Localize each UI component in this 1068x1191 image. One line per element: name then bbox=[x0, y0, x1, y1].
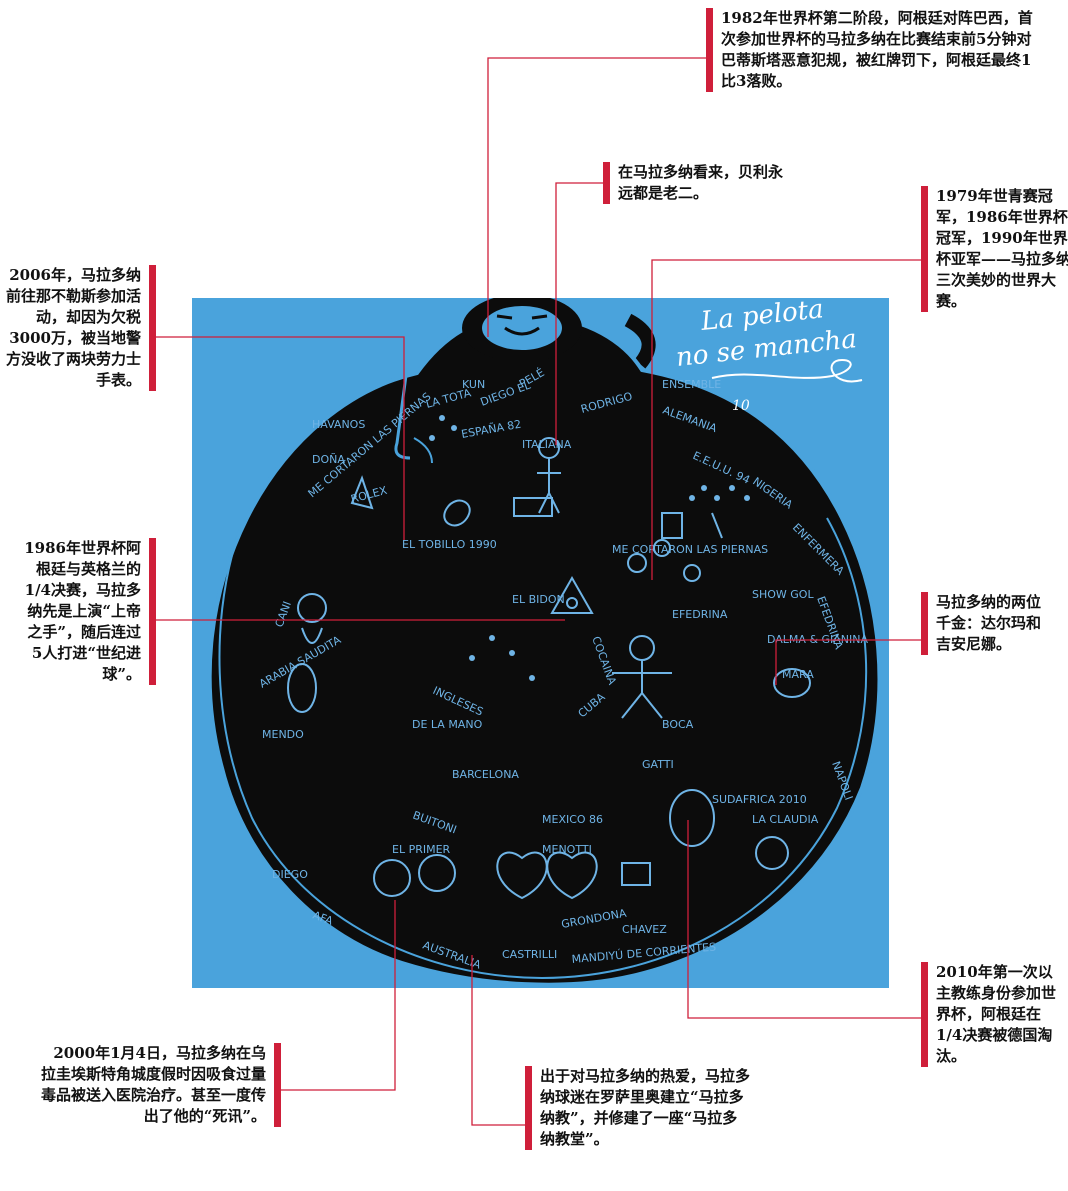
doodle-word: LA CLAUDIA bbox=[752, 813, 819, 826]
doodle-word: EL PRIMER bbox=[392, 843, 451, 856]
doodle-word: CASTRILLI bbox=[502, 948, 557, 961]
note-pele: 在马拉多纳看来，贝利永远都是老二。 bbox=[603, 162, 793, 204]
face bbox=[482, 306, 562, 350]
note-1986-hand-of-god: 1986年世界杯阿根廷与英格兰的1/4决赛，马拉多纳先是上演“上帝之手”，随后连… bbox=[20, 538, 156, 685]
note-1982-world-cup: 1982年世界杯第二阶段，阿根廷对阵巴西，首次参加世界杯的马拉多纳在比赛结束前5… bbox=[706, 8, 1041, 92]
note-2006-naples: 2006年，马拉多纳前往那不勒斯参加活动，却因为欠税3000万，被当地警方没收了… bbox=[3, 265, 156, 391]
doodle-word: KUN bbox=[462, 378, 485, 391]
doodle-word: EL BIDON bbox=[512, 593, 565, 606]
doodle-word: EFEDRINA bbox=[672, 608, 728, 621]
doodle-word: BARCELONA bbox=[452, 768, 519, 781]
doodle-word: GATTI bbox=[642, 758, 674, 771]
doodle-word: MENDO bbox=[262, 728, 304, 741]
doodle-word: SHOW GOL bbox=[752, 588, 814, 601]
doodle-word: SUDAFRICA 2010 bbox=[712, 793, 807, 806]
note-1979-titles: 1979年世青赛冠军，1986年世界杯冠军，1990年世界杯亚军——马拉多纳三次… bbox=[921, 186, 1068, 312]
doodle-word: EL TOBILLO 1990 bbox=[402, 538, 497, 551]
doodle-word: MENOTTI bbox=[542, 843, 592, 856]
doodle-word: MARA bbox=[782, 668, 814, 681]
doodle-word: HAVANOS bbox=[312, 418, 365, 431]
hand-left bbox=[413, 437, 433, 464]
maradona-illustration: La pelota no se mancha 10 bbox=[192, 298, 889, 988]
doodle-word: ME CORTARON LAS PIERNAS bbox=[612, 543, 768, 556]
doodle-word: ITALIANA bbox=[522, 438, 572, 451]
note-2000-hospital: 2000年1月4日，马拉多纳在乌拉圭埃斯特角城度假时因吸食过量毒品被送入医院治疗… bbox=[40, 1043, 281, 1127]
note-daughters: 马拉多纳的两位千金：达尔玛和吉安尼娜。 bbox=[921, 592, 1048, 655]
doodle-word: CHAVEZ bbox=[622, 923, 667, 936]
doodle-word: DE LA MANO bbox=[412, 718, 483, 731]
doodle-word: DIEGO bbox=[272, 868, 308, 881]
illustration-svg: La pelota no se mancha 10 bbox=[207, 298, 882, 987]
doodle-word: ENSEMBLE bbox=[662, 378, 721, 391]
signature-number: 10 bbox=[732, 398, 750, 414]
doodle-word: MEXICO 86 bbox=[542, 813, 603, 826]
note-2010-coach: 2010年第一次以主教练身份参加世界杯，阿根廷在1/4决赛被德国淘汰。 bbox=[921, 962, 1066, 1067]
body-rim bbox=[218, 517, 868, 980]
doodle-word: DOÑA bbox=[312, 453, 345, 466]
doodle-word: DALMA & GIANINA bbox=[767, 633, 869, 646]
doodle-word: BOCA bbox=[662, 718, 694, 731]
note-maradona-church: 出于对马拉多纳的热爱，马拉多纳球迷在罗萨里奥建立“马拉多纳教”，并修建了一座“马… bbox=[525, 1066, 750, 1150]
